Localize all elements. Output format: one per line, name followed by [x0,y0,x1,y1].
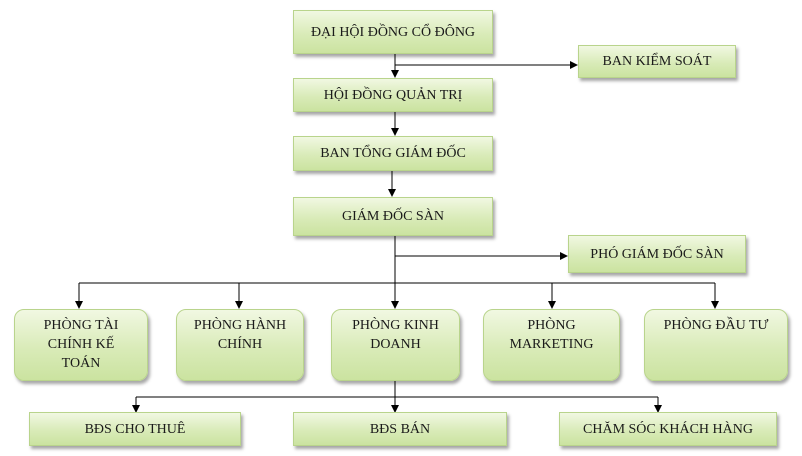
department-admin-box: PHÒNG HÀNH CHÍNH [176,309,304,381]
supervisory-board-box: BAN KIỂM SOÁT [578,45,736,78]
board-of-directors-box: HỘI ĐỒNG QUẢN TRỊ [293,78,493,112]
service-sale-box: BĐS BÁN [293,412,507,446]
department-investment-box: PHÒNG ĐẦU TƯ [644,309,788,381]
executive-board-box: BAN TỔNG GIÁM ĐỐC [293,136,493,171]
department-finance-box: PHÒNG TÀI CHÍNH KẾ TOÁN [14,309,148,381]
shareholders-box: ĐẠI HỘI ĐỒNG CỔ ĐÔNG [293,10,493,54]
service-rental-box: BĐS CHO THUÊ [29,412,241,446]
department-marketing-box: PHÒNG MARKETING [483,309,620,381]
deputy-director-box: PHÓ GIÁM ĐỐC SÀN [568,235,746,273]
department-sales-box: PHÒNG KINH DOANH [331,309,460,381]
exchange-director-box: GIÁM ĐỐC SÀN [293,197,493,236]
service-customer-care-box: CHĂM SÓC KHÁCH HÀNG [559,412,777,446]
